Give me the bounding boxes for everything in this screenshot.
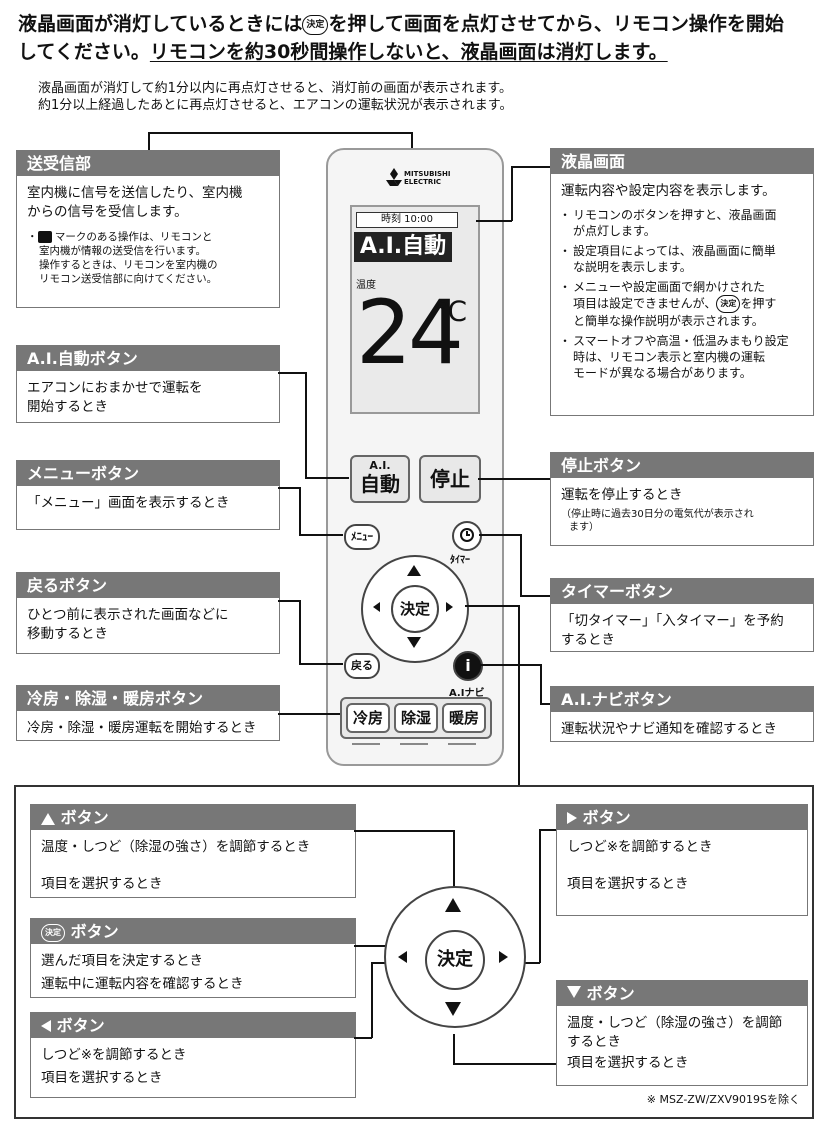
ai-navi-label: A.Iナビ [449, 688, 485, 699]
lcd-unit: ℃ [436, 295, 468, 328]
panel-timer: タイマーボタン 「切タイマー」「入タイマー」を予約するとき [550, 578, 814, 652]
panel-ekisho: 液晶画面 運転内容や設定内容を表示します。 リモコンのボタンを押すと、液晶画面が… [550, 148, 814, 416]
panel-back: 戻るボタン ひとつ前に表示された画面などに移動するとき [16, 572, 280, 654]
mitsubishi-logo-icon [383, 168, 405, 190]
panel-stop: 停止ボタン 運転を停止するとき （停止時に過去30日分の電気代が表示され ます） [550, 452, 814, 546]
left-triangle-icon [41, 1020, 51, 1032]
panel-menu: メニューボタン 「メニュー」画面を表示するとき [16, 460, 280, 530]
panel-ai-auto: A.I.自動ボタン エアコンにおまかせで運転を開始するとき [16, 345, 280, 423]
intro-note-2: 約1分以上経過したあとに再点灯させると、エアコンの運転状況が表示されます。 [38, 98, 513, 113]
detail-decide-button[interactable]: 決定 [425, 930, 485, 990]
left-arrow-icon[interactable] [373, 602, 380, 612]
panel-mode: 冷房・除湿・暖房ボタン 冷房・除湿・暖房運転を開始するとき [16, 685, 280, 741]
intro-line2-underlined: リモコンを約30秒間操作しないと、液晶画面は消灯します。 [149, 41, 668, 63]
signal-icon [37, 231, 52, 243]
panel-decide: 決定 ボタン 選んだ項目を決定するとき運転中に運転内容を確認するとき [30, 918, 356, 998]
stop-button[interactable]: 停止 [419, 455, 481, 503]
up-triangle-icon [41, 813, 55, 825]
intro-line1b: を押して画面を点灯させてから、リモコン操作を開始 [328, 13, 784, 35]
timer-button[interactable] [452, 521, 482, 551]
detail-up-icon[interactable] [445, 898, 461, 912]
menu-button[interactable]: ﾒﾆｭｰ [344, 524, 380, 550]
lcd-time: 時刻 10:00 [356, 212, 458, 228]
lcd-mode: A.I.自動 [354, 232, 452, 262]
info-icon: i [465, 656, 471, 675]
right-triangle-icon [567, 812, 577, 824]
intro-heading: 液晶画面が消灯しているときには決定を押して画面を点灯させてから、リモコン操作を開… [18, 10, 818, 66]
panel-sojushin: 送受信部 室内機に信号を送信したり、室内機 からの信号を受信します。 ・ マーク… [16, 150, 280, 308]
right-arrow-icon[interactable] [446, 602, 453, 612]
back-button[interactable]: 戻る [344, 653, 380, 679]
intro-line2: してください。 [18, 41, 150, 63]
timer-label: ﾀｲﾏｰ [450, 555, 470, 566]
ai-auto-button[interactable]: A.I. 自動 [350, 455, 410, 503]
decide-button[interactable]: 決定 [391, 585, 439, 633]
panel-right: ボタン しつど※を調節するとき項目を選択するとき [556, 804, 808, 916]
down-arrow-icon[interactable] [407, 637, 421, 648]
lcd-temp-label: 温度 [356, 280, 376, 291]
panel-down: ボタン 温度・しつど（除湿の強さ）を調節するとき項目を選択するとき [556, 980, 808, 1086]
detail-left-icon[interactable] [398, 951, 407, 963]
lcd-temperature: 24 [356, 281, 464, 384]
decide-badge: 決定 [302, 14, 329, 35]
panel-up: ボタン 温度・しつど（除湿の強さ）を調節するとき項目を選択するとき [30, 804, 356, 898]
heat-button[interactable]: 暖房 [442, 703, 486, 733]
down-triangle-icon [567, 986, 581, 998]
up-arrow-icon[interactable] [407, 565, 421, 576]
panel-left: ボタン しつど※を調節するとき項目を選択するとき [30, 1012, 356, 1098]
detail-down-icon[interactable] [445, 1002, 461, 1016]
panel-ainavi: A.I.ナビボタン 運転状況やナビ通知を確認するとき [550, 686, 814, 742]
dry-button[interactable]: 除湿 [394, 703, 438, 733]
clock-icon [460, 528, 474, 542]
detail-frame [14, 785, 814, 1119]
ai-navi-button[interactable]: i [453, 651, 483, 681]
intro-line1: 液晶画面が消灯しているときには [18, 13, 303, 35]
footnote: ※ MSZ-ZW/ZXV9019Sを除く [646, 1093, 800, 1106]
intro-note-1: 液晶画面が消灯して約1分以内に再点灯させると、消灯前の画面が表示されます。 [38, 81, 513, 96]
cool-button[interactable]: 冷房 [346, 703, 390, 733]
panel-title: 送受信部 [17, 151, 279, 176]
detail-right-icon[interactable] [499, 951, 508, 963]
